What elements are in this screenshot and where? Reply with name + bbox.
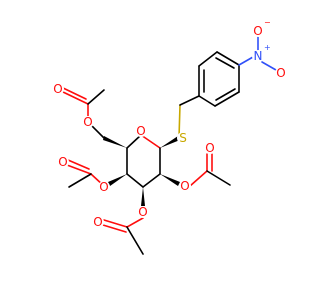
nitro-oxygen-down-label: O xyxy=(276,66,285,80)
nitro-nitrogen-charge: + xyxy=(264,43,271,52)
bond-c5-ring-o xyxy=(126,134,142,149)
ester3-ether-oxygen-label: O xyxy=(138,205,147,219)
bond-aryl-2 xyxy=(214,91,240,107)
molecule-structure: O S N + O − O O O O O O O O O xyxy=(52,18,287,255)
bond-ch2-aryl xyxy=(179,95,200,106)
bond-ring-o-c1 xyxy=(140,134,161,149)
bond-carbonyl-c3-methyl xyxy=(126,226,144,255)
bond-aryl-1 xyxy=(198,95,216,107)
atom-labels: O S N + O − O O O O O O O O O xyxy=(52,18,287,229)
bond-aryl-4b xyxy=(215,57,235,69)
bond-carbonyl-c-methyl xyxy=(87,89,105,105)
acetate-c2 xyxy=(189,153,231,187)
bond-c3-c4 xyxy=(126,173,144,188)
bond-carbonyl-c-o4-double-b xyxy=(67,159,90,170)
bond-carbonyl-c4-methyl xyxy=(68,173,92,188)
bond-carbonyl-c-o4-double xyxy=(66,164,92,175)
bond-aryl-2b xyxy=(215,88,236,101)
bond-aryl-nitro xyxy=(238,56,254,66)
bond-carbonyl-c3-o-b xyxy=(102,224,127,233)
bond-n-o-down xyxy=(261,61,277,71)
bond-aryl-5 xyxy=(198,51,218,67)
bond-o2-carbonyl-c xyxy=(189,170,208,187)
wedge-c1-s xyxy=(160,136,180,148)
ester2-carbonyl-oxygen-label: O xyxy=(205,141,214,155)
acetate-c3 xyxy=(102,217,144,255)
wedge-c4-o4 xyxy=(108,174,127,186)
bond-c2-c3 xyxy=(142,173,161,188)
ester6-ether-oxygen-label: O xyxy=(83,115,92,129)
bond-carbonyl-c2-methyl xyxy=(206,170,231,186)
acetate-c6 xyxy=(60,86,105,139)
ester4-carbonyl-oxygen-label: O xyxy=(58,155,67,169)
nitro-oxygen-up-label: O xyxy=(253,24,262,38)
stereo-wedges xyxy=(103,136,180,206)
bond-s-ch2 xyxy=(178,104,181,139)
wedge-c5-c6 xyxy=(103,136,127,148)
bond-carbonyl-c-o-double xyxy=(60,86,87,100)
wedge-c3-o3 xyxy=(141,187,145,206)
ester3-carbonyl-oxygen-label: O xyxy=(93,215,102,229)
bond-aryl-4 xyxy=(216,51,240,66)
bond-carbonyl-c-o xyxy=(62,91,89,105)
ring-oxygen-label: O xyxy=(136,124,145,138)
sulfur-label: S xyxy=(179,131,187,145)
acetate-c4 xyxy=(66,159,105,188)
nitrobenzyl-thio-group xyxy=(178,35,277,139)
bond-carbonyl-c3-o xyxy=(103,219,128,228)
nitro-oxygen-charge: − xyxy=(264,18,271,27)
nitro-nitrogen-label: N xyxy=(254,49,263,63)
ester2-ether-oxygen-label: O xyxy=(180,179,189,193)
bond-o3-carbonyl-c xyxy=(126,217,144,228)
ester4-ether-oxygen-label: O xyxy=(99,180,108,194)
ester6-carbonyl-oxygen-label: O xyxy=(53,82,62,96)
wedge-c2-o2 xyxy=(160,174,180,186)
pyranose-ring xyxy=(126,134,161,188)
